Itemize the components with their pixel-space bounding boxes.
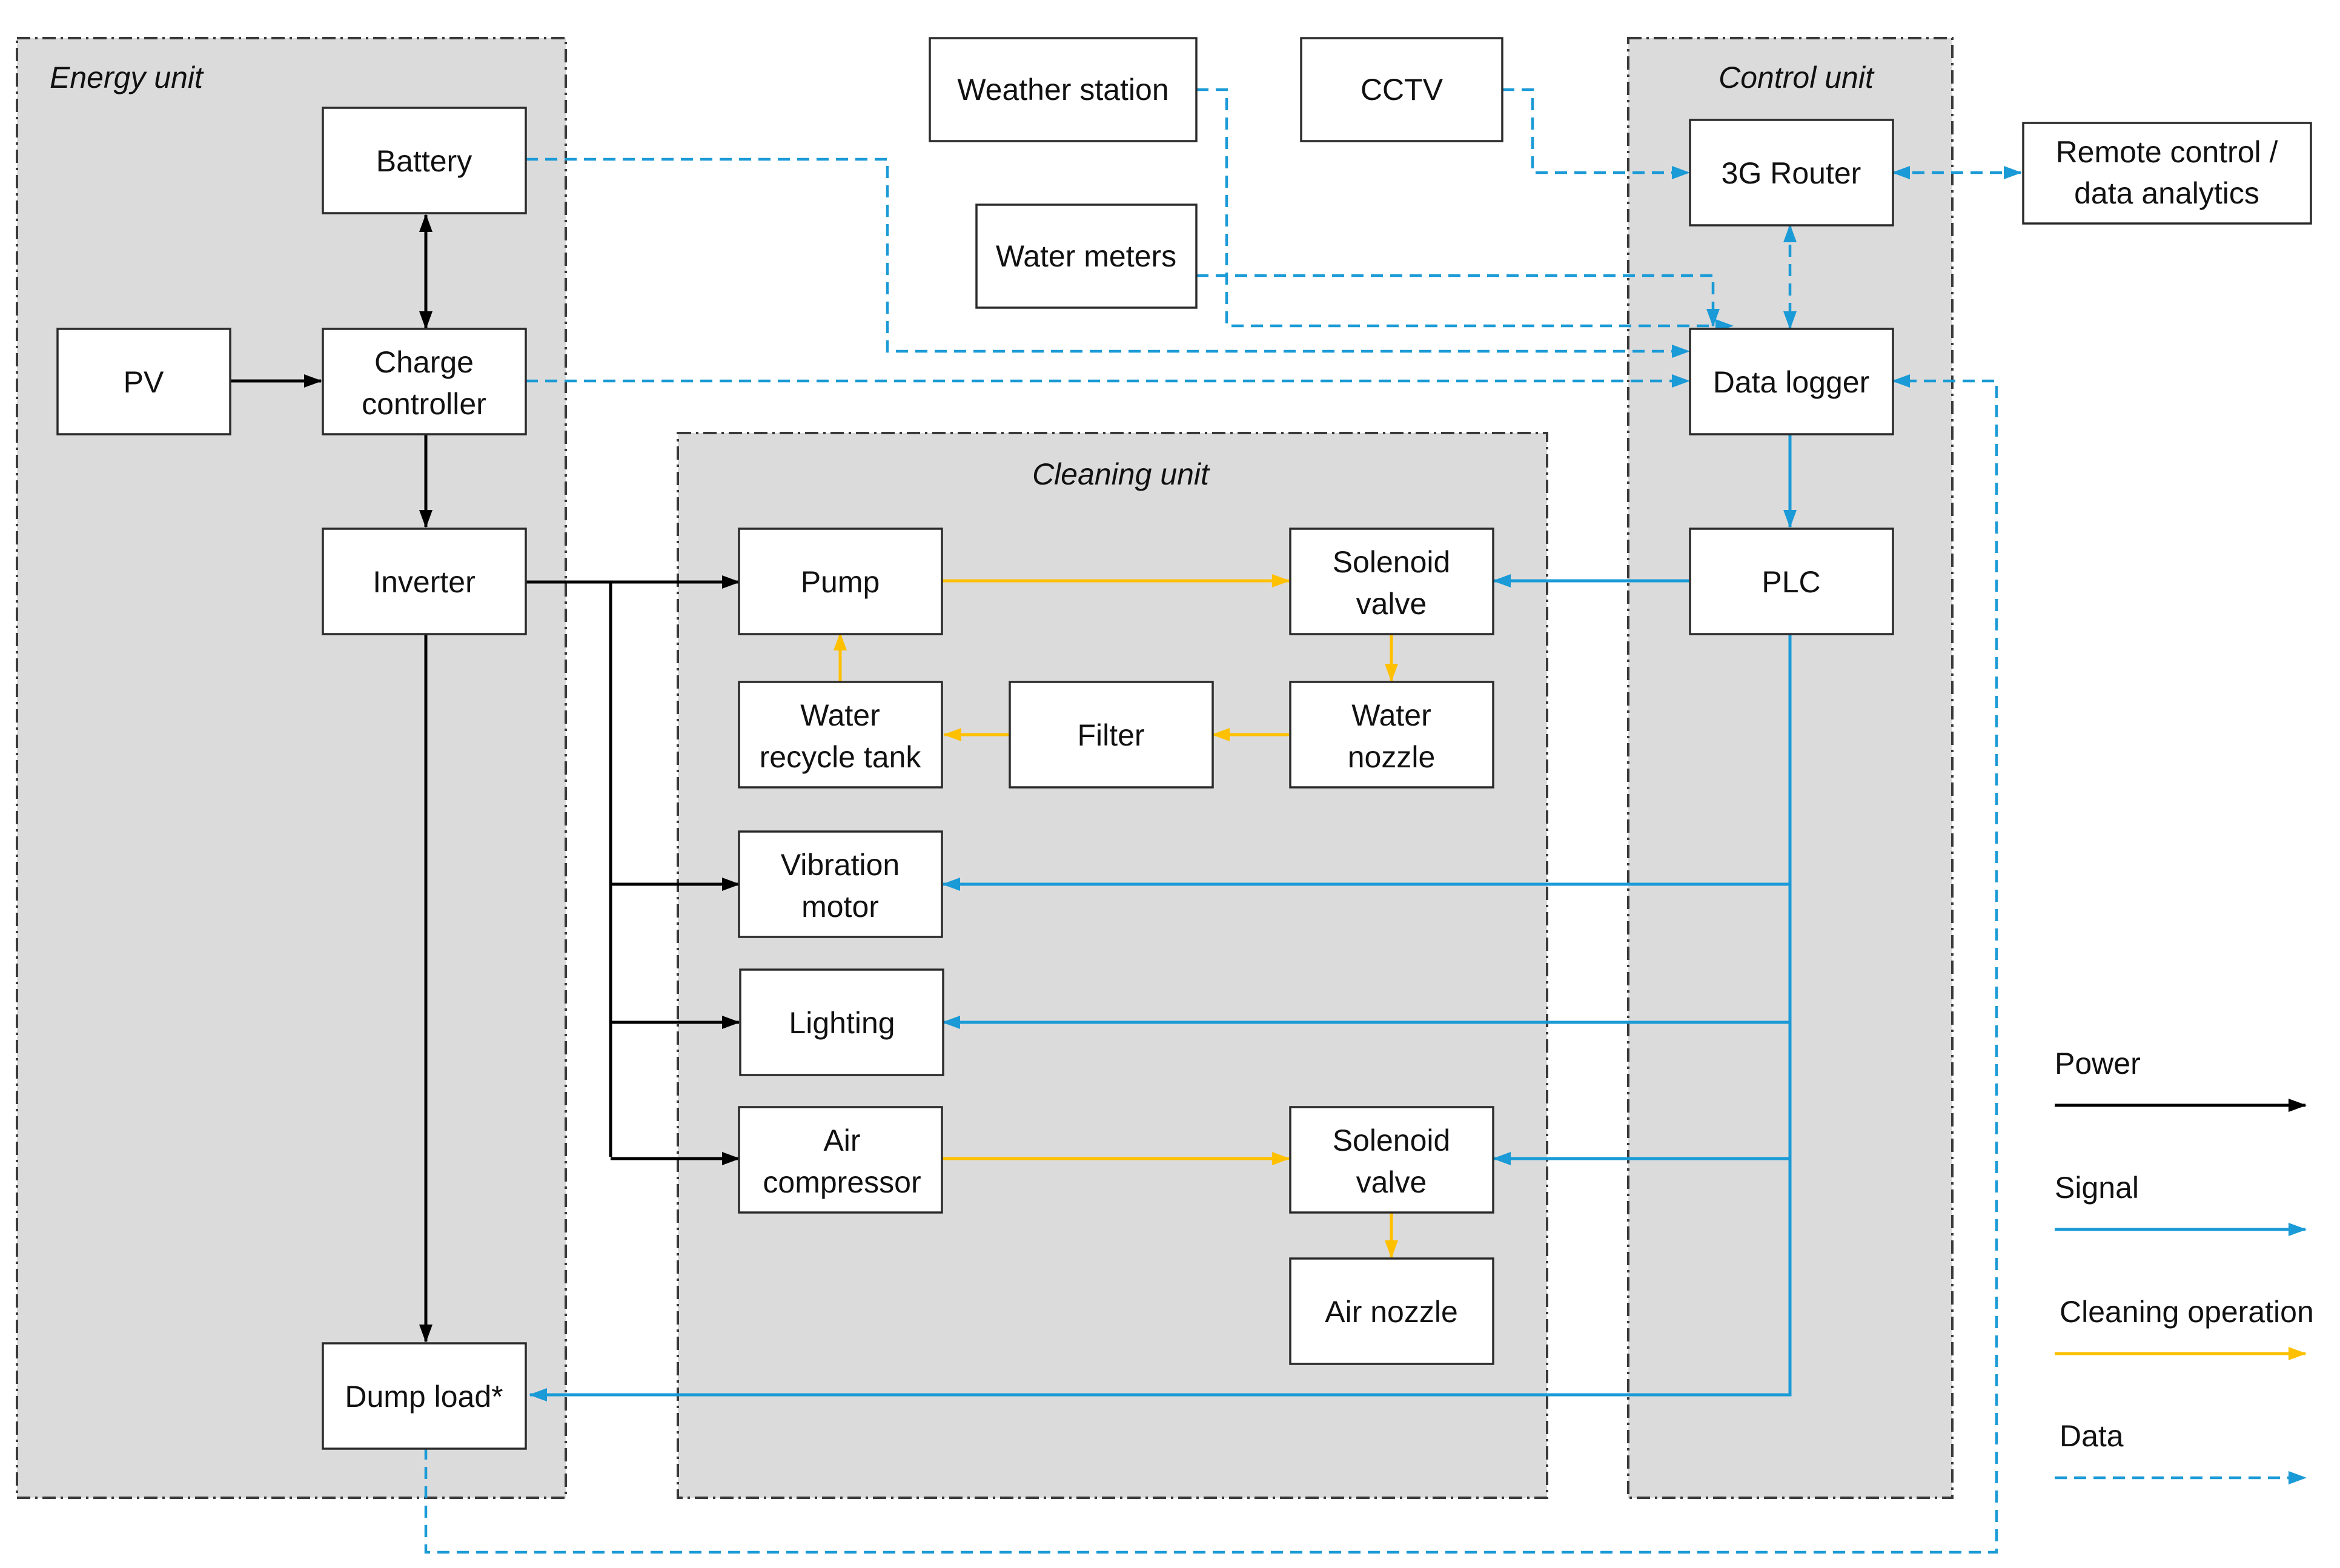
weather-station-label: Weather station <box>957 73 1168 107</box>
battery-box: Battery <box>322 107 527 214</box>
legend-signal-label: Signal <box>2055 1171 2139 1205</box>
dump-load-label: Dump load* <box>345 1380 503 1414</box>
cleaning-connections <box>834 574 1398 1259</box>
charge-controller-label-line1: Charge <box>374 345 474 379</box>
plc-label: PLC <box>1762 565 1820 599</box>
data-logger-box: Data logger <box>1689 328 1894 435</box>
water-meters-box: Water meters <box>975 203 1198 309</box>
solenoid-valve-1-label-line1: Solenoid <box>1333 545 1451 579</box>
lighting-box: Lighting <box>739 968 944 1076</box>
solenoid-valve-1-box: Solenoid valve <box>1289 528 1494 635</box>
vibration-motor-box: Vibration motor <box>738 830 943 938</box>
weather-station-box: Weather station <box>929 37 1198 142</box>
legend: Power Signal Cleaning operation Data <box>2055 1047 2314 1484</box>
charge-controller-box: Charge controller <box>322 328 527 435</box>
solenoid-valve-1-label-line2: valve <box>1356 587 1427 621</box>
energy-unit-container <box>16 37 567 1499</box>
battery-label: Battery <box>376 144 472 178</box>
pv-label: PV <box>124 365 164 399</box>
water-nozzle-label-line1: Water <box>1351 698 1431 732</box>
filter-box: Filter <box>1009 681 1214 789</box>
dump-load-box: Dump load* <box>322 1342 527 1450</box>
legend-power-label: Power <box>2055 1047 2141 1080</box>
filter-label: Filter <box>1077 718 1144 752</box>
water-nozzle-label-line2: nozzle <box>1348 740 1436 774</box>
air-compressor-label-line1: Air <box>823 1123 860 1157</box>
cctv-label: CCTV <box>1361 73 1443 107</box>
lighting-label: Lighting <box>789 1006 895 1040</box>
vibration-motor-label-line2: motor <box>801 890 879 924</box>
remote-control-label-line2: data analytics <box>2074 176 2259 210</box>
solenoid-valve-2-box: Solenoid valve <box>1289 1106 1494 1214</box>
remote-control-box: Remote control / data analytics <box>2022 122 2312 225</box>
data-connections <box>424 88 2022 1554</box>
water-recycle-tank-box: Water recycle tank <box>738 681 943 789</box>
data-logger-label: Data logger <box>1713 365 1870 399</box>
router-box: 3G Router <box>1689 119 1894 227</box>
air-compressor-label-line2: compressor <box>763 1165 921 1199</box>
plc-box: PLC <box>1689 528 1894 635</box>
control-unit-label: Control unit <box>1719 61 1875 94</box>
water-recycle-tank-label-line1: Water <box>800 698 880 732</box>
legend-cleaning-label: Cleaning operation <box>2060 1295 2314 1329</box>
water-recycle-tank-label-line2: recycle tank <box>760 740 922 774</box>
inverter-label: Inverter <box>373 565 476 599</box>
vibration-motor-label-line1: Vibration <box>781 848 900 882</box>
pv-box: PV <box>56 328 231 435</box>
air-nozzle-box: Air nozzle <box>1289 1257 1494 1365</box>
solenoid-valve-2-label-line2: valve <box>1356 1165 1427 1199</box>
pump-label: Pump <box>801 565 880 599</box>
inverter-box: Inverter <box>322 528 527 635</box>
air-compressor-box: Air compressor <box>738 1106 943 1214</box>
remote-control-label-line1: Remote control / <box>2056 135 2278 169</box>
energy-unit-label: Energy unit <box>50 61 204 94</box>
air-nozzle-label: Air nozzle <box>1325 1295 1458 1329</box>
router-label: 3G Router <box>1722 156 1861 190</box>
solenoid-valve-2-label-line1: Solenoid <box>1333 1123 1451 1157</box>
legend-data-label: Data <box>2060 1419 2124 1453</box>
power-connections <box>230 214 740 1343</box>
charge-controller-label-line2: controller <box>362 387 486 421</box>
water-meters-label: Water meters <box>996 239 1176 273</box>
signal-connections <box>529 434 1797 1401</box>
pump-box: Pump <box>738 528 943 635</box>
water-nozzle-box: Water nozzle <box>1289 681 1494 789</box>
cctv-box: CCTV <box>1300 37 1503 142</box>
cleaning-unit-label: Cleaning unit <box>1032 457 1210 491</box>
